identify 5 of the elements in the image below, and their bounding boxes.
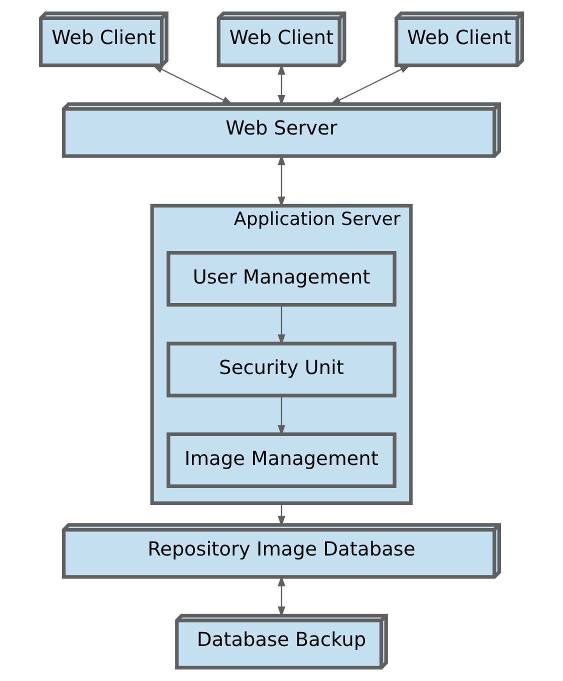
arrow [330, 64, 411, 105]
node-box: User Management [166, 251, 396, 307]
node-box: Image Management [166, 432, 396, 488]
node-box: Security Unit [166, 342, 396, 398]
arrow [152, 64, 234, 105]
